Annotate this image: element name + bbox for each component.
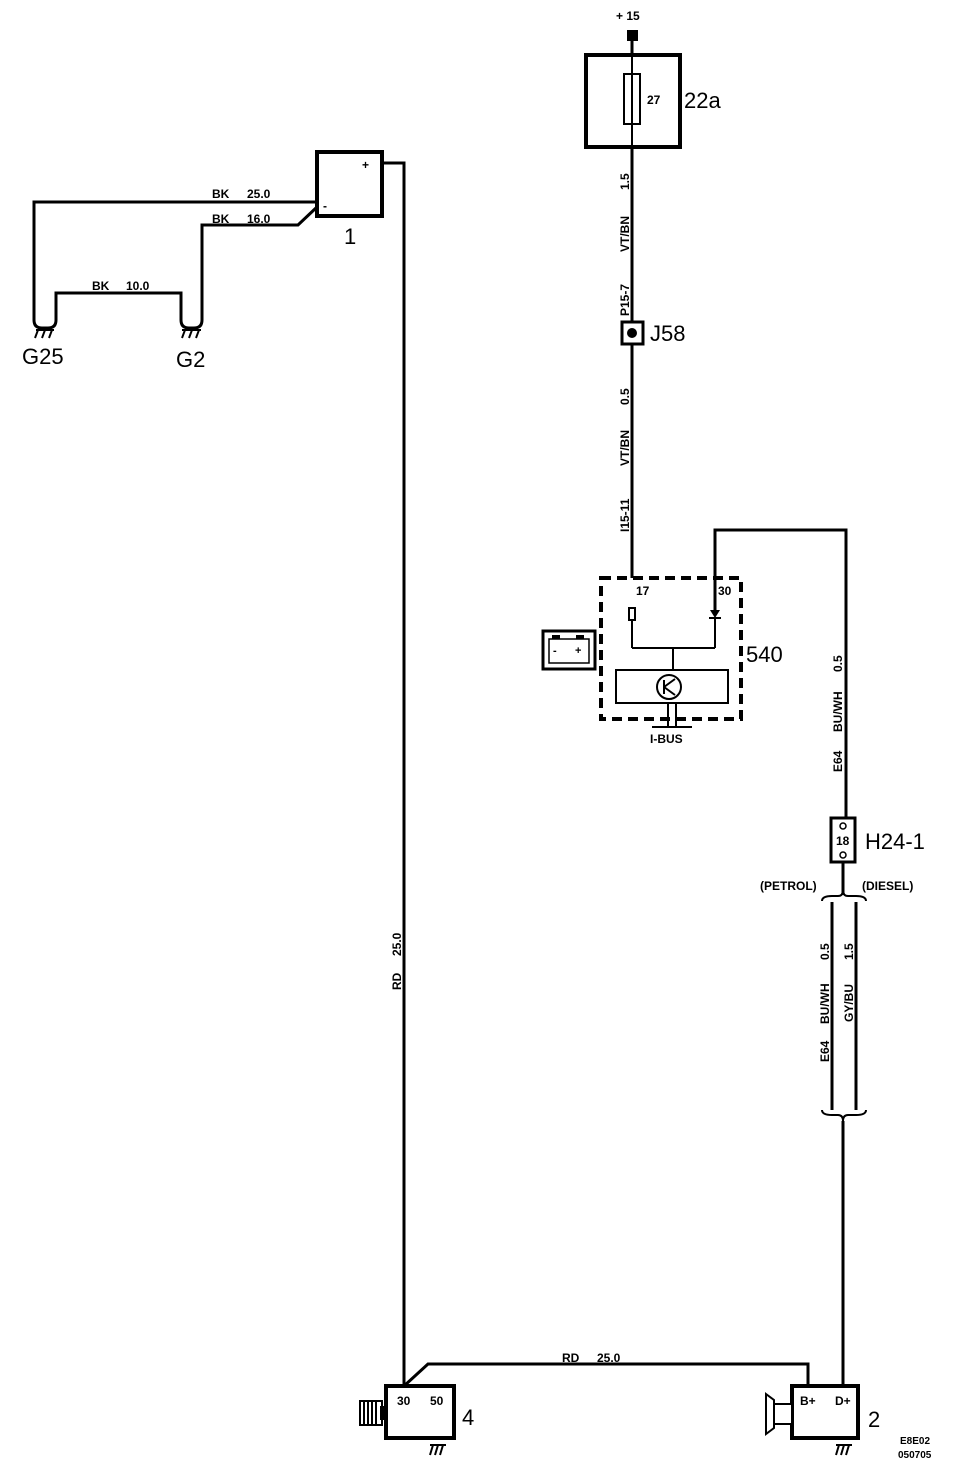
starter-pin-30: 30 [397,1394,411,1408]
wire-code-bu: E64 [831,750,845,772]
alternator-pin-bplus: B+ [800,1394,816,1408]
footer-date: 050705 [898,1450,932,1461]
wire-color-rd-main: RD [390,972,404,990]
wire-code-bu2: E64 [818,1040,832,1062]
ground-g25-icon [32,319,58,339]
connector-id: H24-1 [865,829,925,854]
wire-color-bk25: BK [212,187,230,201]
wire-color-vt2: VT/BN [618,430,632,466]
starter-id: 4 [462,1405,474,1430]
connector-i15-11: I15-11 [618,498,632,532]
connector-h24-1: 18 [829,816,857,864]
wire-color-bu: BU/WH [831,691,845,732]
svg-text:+: + [575,645,581,657]
wire-size-rd-main: 25.0 [390,932,404,956]
wire-color-bk16: BK [212,212,230,226]
starter-ground-icon [429,1444,446,1456]
supply-label: + 15 [616,9,640,23]
starter-4: 30 50 [384,1384,456,1440]
module-540: 17 30 [599,576,743,728]
ground-g2-icon [179,319,204,339]
module-pin-30: 30 [718,584,732,598]
battery-plus: + [362,158,369,172]
variant-petrol: (PETROL) [760,879,817,893]
wire-size-vt2: 0.5 [618,388,632,405]
battery-symbol-icon: - + [541,629,597,671]
transistor-icon [656,674,682,700]
fuse-id: 22a [684,88,721,113]
battery-minus: - [323,199,327,213]
alternator-pulley-icon [765,1392,793,1436]
ground-g25-label: G25 [22,344,64,369]
battery-1: + - [315,150,384,218]
starter-pin-50: 50 [430,1394,444,1408]
wire-color-vt1: VT/BN [618,216,632,252]
module-id: 540 [746,642,783,667]
wire-size-gy: 1.5 [842,943,856,960]
wire-color-rd-bottom: RD [562,1351,580,1365]
wire-color-bu2: BU/WH [818,983,832,1024]
wire-color-gy: GY/BU [842,984,856,1022]
wire-size-bk10: 10.0 [126,279,150,293]
alternator-id: 2 [868,1407,880,1432]
wire-size-rd-bottom: 25.0 [597,1351,621,1365]
wire-size-bk25: 25.0 [247,187,271,201]
wire-size-bu2: 0.5 [818,943,832,960]
fuse-number: 27 [647,93,661,107]
ground-g2-label: G2 [176,347,205,372]
module-bus-label: I-BUS [650,732,683,746]
alternator-pin-dplus: D+ [835,1394,851,1408]
supply-terminal [627,30,638,41]
wire-size-bk16: 16.0 [247,212,271,226]
connector-p15-7: P15-7 [618,284,632,316]
wire-size-bu: 0.5 [831,655,845,672]
battery-id: 1 [344,224,356,249]
module-pin-17: 17 [636,584,650,598]
fuse-box-22a: 27 [584,53,682,149]
variant-diesel: (DIESEL) [862,879,913,893]
svg-text:-: - [553,645,557,657]
alternator-ground-icon [835,1444,852,1456]
splice-id: J58 [650,321,685,346]
connector-pin: 18 [836,834,850,848]
wire-color-bk10: BK [92,279,110,293]
footer-code: E8E02 [900,1436,930,1447]
wire-size-vt1: 1.5 [618,173,632,190]
splice-j58 [620,320,645,346]
starter-gear-icon [359,1400,386,1426]
alternator-2: B+ D+ [790,1384,860,1440]
